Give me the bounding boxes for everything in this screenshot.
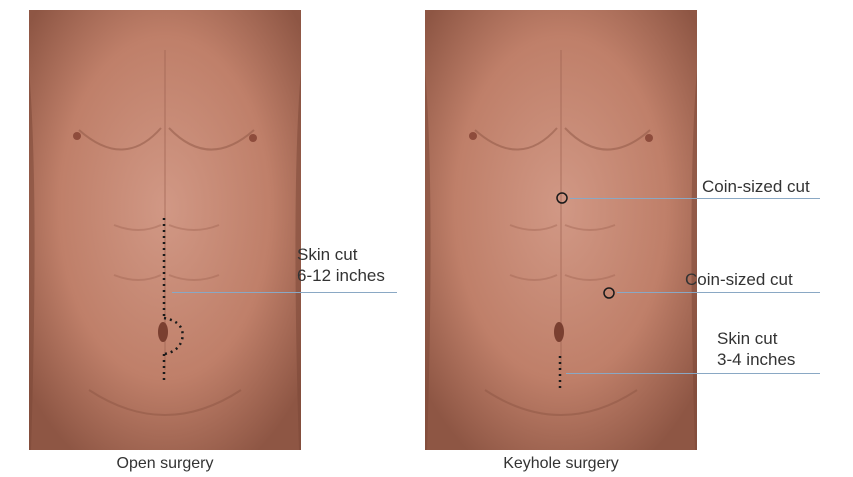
torso-image [29,10,301,450]
leader-line-keyhole-cut [566,373,820,374]
keyhole-surgery-caption: Keyhole surgery [425,455,697,473]
leader-line-coin-1 [570,198,820,199]
coin-cut-1-label: Coin-sized cut [702,176,810,197]
open-surgery-caption: Open surgery [29,455,301,473]
open-cut-label-line1: Skin cut [297,244,385,265]
leader-line-coin-2 [617,292,820,293]
open-cut-label: Skin cut 6-12 inches [297,244,385,286]
keyhole-cut-label-line1: Skin cut [717,328,795,349]
coin-cut-2-label: Coin-sized cut [685,269,793,290]
keyhole-cut-label: Skin cut 3-4 inches [717,328,795,370]
open-cut-label-line2: 6-12 inches [297,265,385,286]
keyhole-surgery-illustration [425,10,697,450]
leader-line-open [172,292,397,293]
torso-image [425,10,697,450]
keyhole-cut-label-line2: 3-4 inches [717,349,795,370]
open-surgery-illustration [29,10,301,450]
